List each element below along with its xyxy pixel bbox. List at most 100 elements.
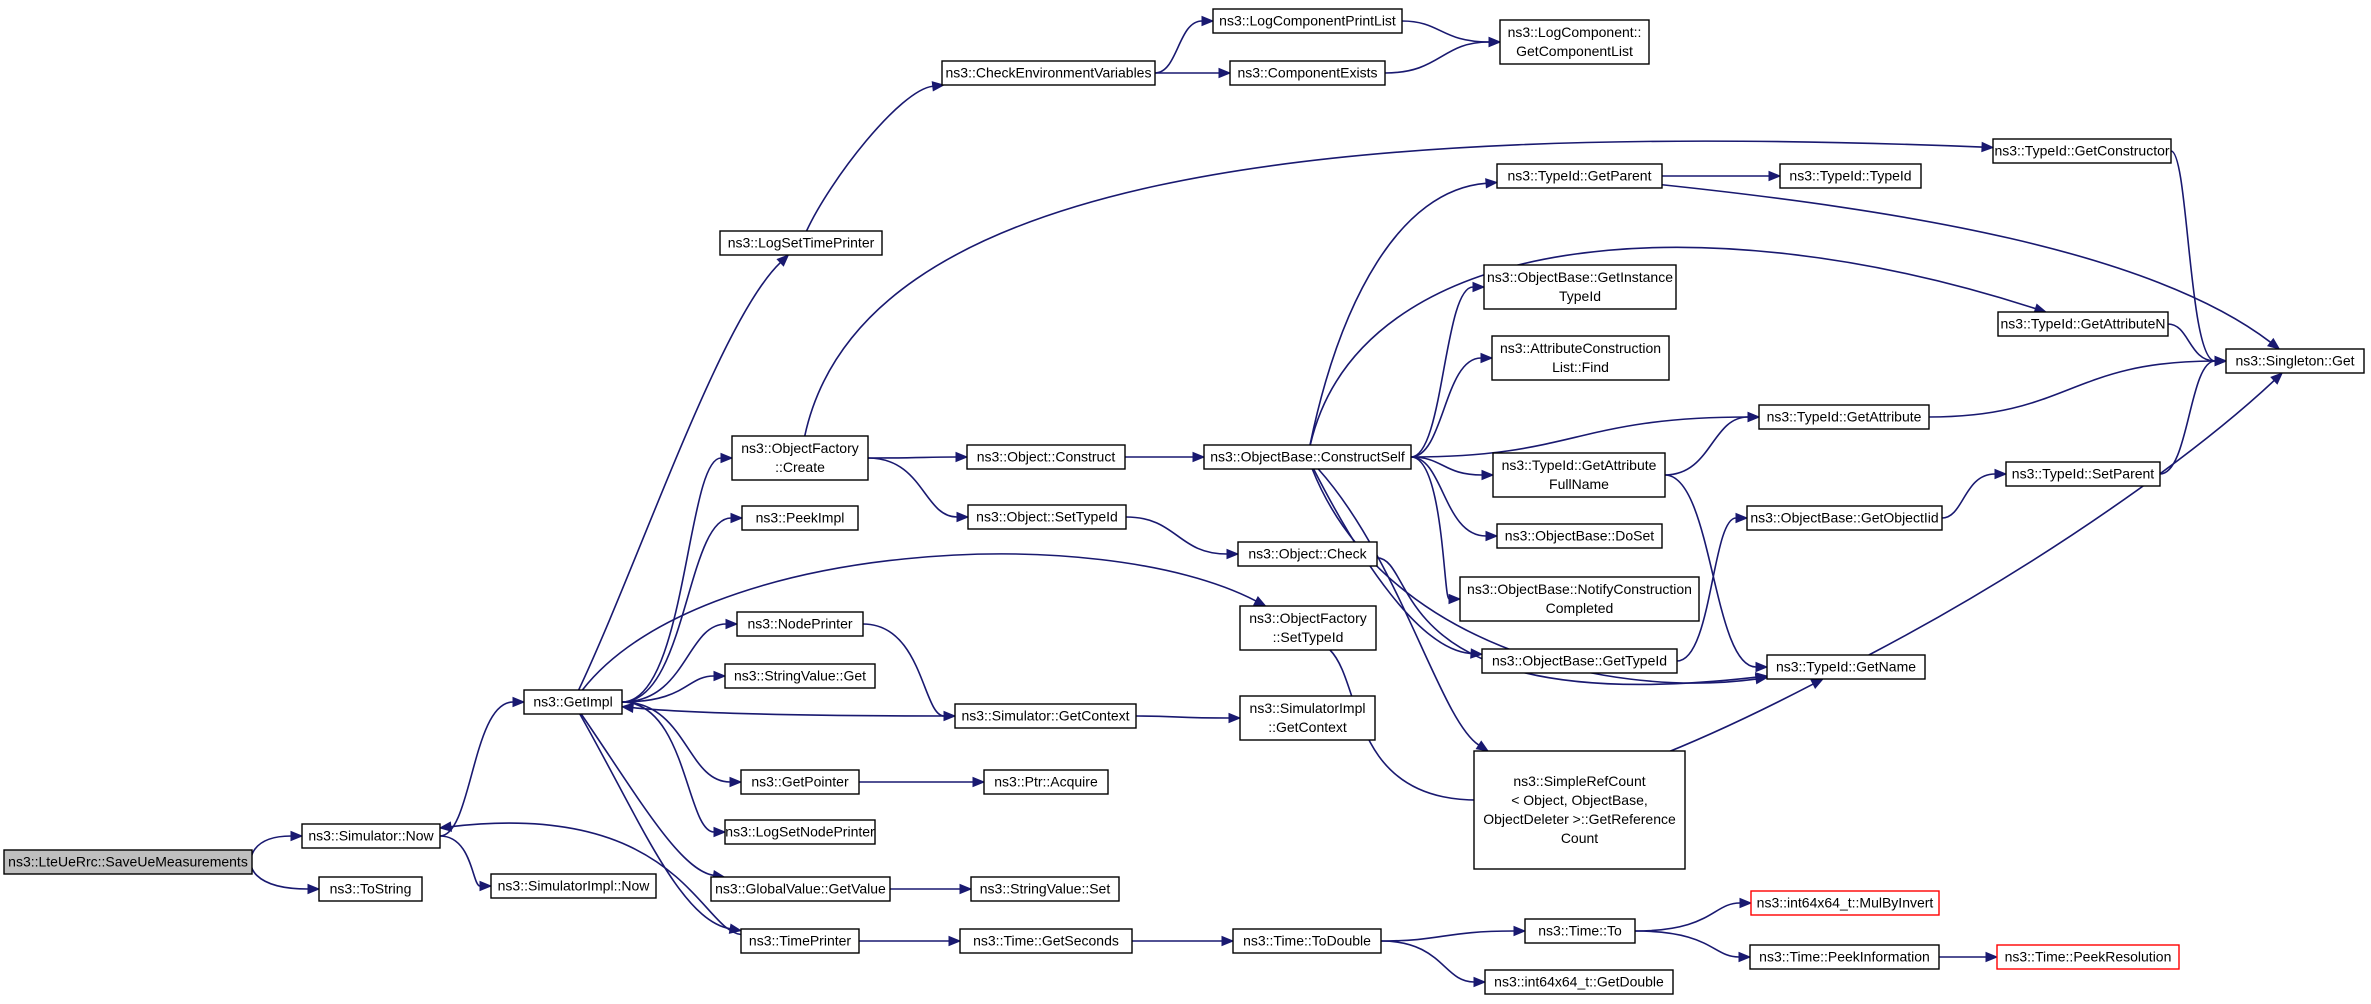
node-object-base-construct-self[interactable]: ns3::ObjectBase::ConstructSelf — [1203, 444, 1412, 470]
node-type-id-set-parent[interactable]: ns3::TypeId::SetParent — [2005, 461, 2161, 487]
node-box — [970, 876, 1120, 902]
node-singleton-get[interactable]: ns3::Singleton::Get — [2225, 348, 2365, 374]
node-label: ns3::Time::GetSeconds — [973, 933, 1119, 949]
arrowhead-icon — [955, 451, 969, 463]
node-int64x64-get-double[interactable]: ns3::int64x64_t::GetDouble — [1484, 969, 1674, 995]
node-global-value-get-value[interactable]: ns3::GlobalValue::GetValue — [710, 876, 891, 902]
arrowhead-icon — [438, 821, 453, 832]
node-component-exists[interactable]: ns3::ComponentExists — [1229, 60, 1386, 86]
node-log-set-node-printer[interactable]: ns3::LogSetNodePrinter — [724, 819, 876, 845]
node-box — [1239, 695, 1376, 741]
node-simulator-get-context[interactable]: ns3::Simulator::GetContext — [954, 703, 1137, 729]
node-node-printer[interactable]: ns3::NodePrinter — [736, 611, 864, 637]
node-simulator-impl-now[interactable]: ns3::SimulatorImpl::Now — [490, 873, 657, 899]
node-string-value-set[interactable]: ns3::StringValue::Set — [970, 876, 1120, 902]
arrowhead-icon — [720, 452, 734, 464]
arrowhead-icon — [2270, 372, 2284, 385]
call-edge-get-impl-to-peek-impl — [621, 517, 732, 703]
node-peek-impl[interactable]: ns3::PeekImpl — [741, 505, 859, 531]
node-label: ns3::LogSetTimePrinter — [728, 235, 875, 251]
node-string-value-get[interactable]: ns3::StringValue::Get — [724, 663, 876, 689]
node-label: ns3::SimpleRefCount — [1513, 773, 1645, 789]
function-nodes: ns3::LteUeRrc::SaveUeMeasurementsns3::Si… — [3, 8, 2365, 995]
node-type-id-get-name[interactable]: ns3::TypeId::GetName — [1766, 654, 1926, 680]
node-object-factory-create[interactable]: ns3::ObjectFactory::Create — [731, 435, 869, 481]
node-simple-ref-count-get-reference-count[interactable]: ns3::SimpleRefCount< Object, ObjectBase,… — [1473, 750, 1686, 870]
node-type-id-type-id[interactable]: ns3::TypeId::TypeId — [1779, 163, 1922, 189]
arrowhead-icon — [290, 830, 304, 842]
node-label: ns3::Time::To — [1538, 923, 1622, 939]
node-box — [736, 611, 864, 637]
node-object-factory-set-type-id[interactable]: ns3::ObjectFactory::SetTypeId — [1239, 605, 1377, 651]
node-box — [724, 819, 876, 845]
node-box — [1232, 928, 1382, 954]
node-box — [724, 663, 876, 689]
arrowhead-icon — [1755, 661, 1769, 673]
node-label: ns3::int64x64_t::MulByInvert — [1757, 895, 1934, 911]
call-edge-time-to-to-int64x64-mul-by-invert — [1634, 902, 1741, 932]
call-edge-type-id-get-name-to-singleton-get — [1868, 379, 2275, 656]
arrowhead-icon — [1228, 712, 1242, 724]
arrowhead-icon — [1218, 67, 1232, 79]
node-log-component-print-list[interactable]: ns3::LogComponentPrintList — [1212, 8, 1403, 34]
call-edge-object-base-construct-self-to-object-base-do-set — [1410, 456, 1487, 537]
call-edge-type-id-set-parent-to-singleton-get — [2159, 360, 2216, 475]
node-object-base-get-type-id[interactable]: ns3::ObjectBase::GetTypeId — [1481, 648, 1678, 674]
node-type-id-get-constructor[interactable]: ns3::TypeId::GetConstructor — [1992, 138, 2172, 164]
node-to-string[interactable]: ns3::ToString — [318, 876, 423, 902]
node-label: ns3::GlobalValue::GetValue — [715, 881, 886, 897]
node-int64x64-mul-by-invert[interactable]: ns3::int64x64_t::MulByInvert — [1750, 890, 1940, 916]
arrowhead-icon — [956, 511, 970, 523]
node-log-set-time-printer[interactable]: ns3::LogSetTimePrinter — [719, 230, 883, 256]
node-simulator-impl-get-context[interactable]: ns3::SimulatorImpl::GetContext — [1239, 695, 1376, 741]
node-object-check[interactable]: ns3::Object::Check — [1237, 541, 1378, 567]
arrowhead-icon — [1735, 512, 1749, 524]
node-label: ns3::NodePrinter — [747, 616, 852, 632]
node-check-environment-variables[interactable]: ns3::CheckEnvironmentVariables — [941, 60, 1156, 86]
node-label: ns3::ObjectBase::DoSet — [1505, 528, 1655, 544]
node-label: ns3::Object::SetTypeId — [976, 509, 1118, 525]
call-edge-object-base-construct-self-to-object-base-get-instance-type-id — [1410, 286, 1474, 458]
node-save-ue-measurements[interactable]: ns3::LteUeRrc::SaveUeMeasurements — [3, 849, 253, 875]
node-object-construct[interactable]: ns3::Object::Construct — [966, 444, 1126, 470]
node-box — [1492, 452, 1666, 498]
node-get-impl[interactable]: ns3::GetImpl — [523, 689, 623, 715]
node-label: ns3::LogComponentPrintList — [1219, 13, 1396, 29]
arrowhead-icon — [1485, 530, 1499, 542]
node-time-to[interactable]: ns3::Time::To — [1524, 918, 1636, 944]
node-type-id-get-attribute-n[interactable]: ns3::TypeId::GetAttributeN — [1997, 311, 2169, 337]
arrowhead-icon — [730, 512, 744, 524]
node-time-peek-resolution[interactable]: ns3::Time::PeekResolution — [1996, 944, 2180, 970]
node-ptr-acquire[interactable]: ns3::Ptr::Acquire — [983, 769, 1109, 795]
node-get-pointer[interactable]: ns3::GetPointer — [740, 769, 860, 795]
node-time-peek-information[interactable]: ns3::Time::PeekInformation — [1749, 944, 1940, 970]
node-type-id-get-attribute[interactable]: ns3::TypeId::GetAttribute — [1758, 404, 1930, 430]
node-box — [1491, 335, 1670, 381]
node-simulator-now[interactable]: ns3::Simulator::Now — [301, 823, 441, 849]
arrowhead-icon — [1981, 141, 1995, 153]
call-edge-save-ue-measurements-to-simulator-now — [250, 835, 292, 863]
arrowhead-icon — [1768, 170, 1782, 182]
node-time-printer[interactable]: ns3::TimePrinter — [740, 928, 860, 954]
arrowhead-icon — [725, 618, 739, 630]
node-box — [1212, 8, 1403, 34]
arrowhead-icon — [728, 923, 743, 934]
node-log-component-get-component-list[interactable]: ns3::LogComponent::GetComponentList — [1499, 19, 1650, 65]
node-object-base-get-object-iid[interactable]: ns3::ObjectBase::GetObjectIid — [1746, 505, 1943, 531]
node-type-id-get-parent[interactable]: ns3::TypeId::GetParent — [1496, 163, 1663, 189]
node-box — [1499, 19, 1650, 65]
node-box — [1524, 918, 1636, 944]
node-box — [966, 444, 1126, 470]
node-label: ns3::ObjectFactory — [741, 440, 859, 456]
call-edge-simulator-get-context-to-get-impl — [632, 706, 956, 717]
node-box — [710, 876, 891, 902]
node-object-set-type-id[interactable]: ns3::Object::SetTypeId — [967, 504, 1127, 530]
node-time-get-seconds[interactable]: ns3::Time::GetSeconds — [959, 928, 1133, 954]
node-object-base-notify-construction-completed[interactable]: ns3::ObjectBase::NotifyConstructionCompl… — [1459, 576, 1700, 622]
node-object-base-do-set[interactable]: ns3::ObjectBase::DoSet — [1496, 523, 1663, 549]
node-label: ns3::StringValue::Set — [980, 881, 1111, 897]
node-time-to-double[interactable]: ns3::Time::ToDouble — [1232, 928, 1382, 954]
